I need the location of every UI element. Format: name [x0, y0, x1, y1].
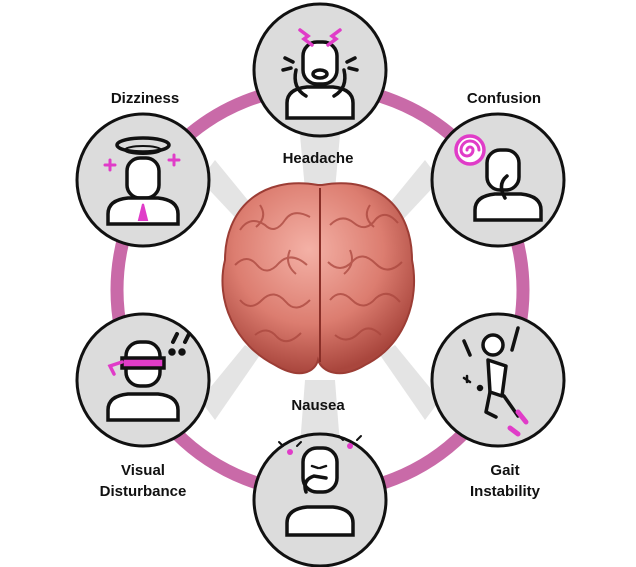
headache-person-icon	[281, 28, 359, 120]
label-visual-line1: Visual	[121, 462, 165, 479]
label-confusion: Confusion	[466, 90, 542, 107]
symptom-node-dizziness	[75, 112, 211, 248]
symptom-node-gait	[430, 312, 566, 448]
symptom-node-confusion	[430, 112, 566, 248]
label-gait-line2: Instability	[469, 483, 540, 500]
symptom-node-headache	[252, 2, 388, 138]
symptom-node-visual	[75, 312, 211, 448]
dizzy-person-icon	[103, 136, 181, 226]
label-nausea: Nausea	[291, 397, 345, 414]
blindfolded-person-icon	[106, 332, 191, 422]
confused-person-icon	[454, 134, 543, 222]
brain-illustration	[221, 182, 416, 375]
label-headache: Headache	[282, 150, 354, 167]
label-gait: Gait Instability	[435, 460, 575, 502]
label-dizziness: Dizziness	[110, 90, 180, 107]
nauseous-person-icon	[278, 435, 362, 537]
label-visual-line2: Disturbance	[99, 483, 187, 500]
stumbling-person-icon	[462, 326, 529, 437]
label-gait-line1: Gait	[490, 462, 520, 479]
symptom-node-nausea	[252, 432, 388, 567]
label-visual: Visual Disturbance	[73, 460, 213, 502]
